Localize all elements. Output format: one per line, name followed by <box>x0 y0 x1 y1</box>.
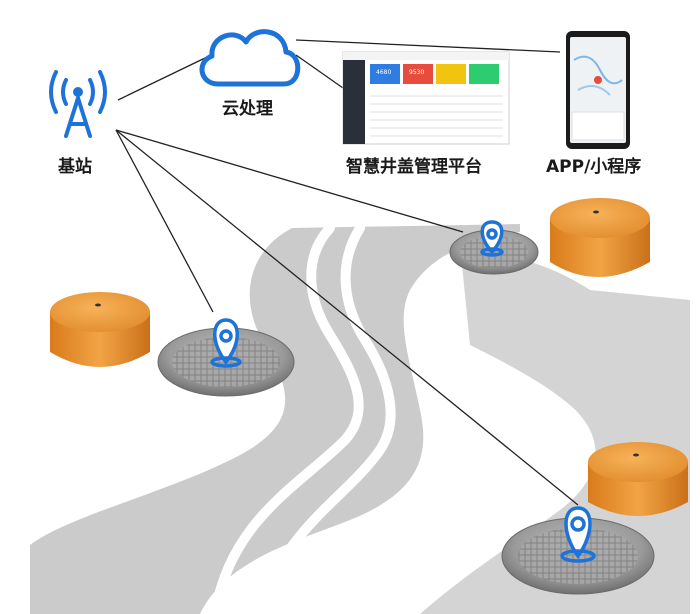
road-right <box>420 245 690 614</box>
dashboard-stat2: 9530 <box>409 69 424 76</box>
label-cloud: 云处理 <box>222 99 273 119</box>
line-station-cover3 <box>115 129 579 506</box>
sensor-device <box>588 442 688 516</box>
platform-dashboard <box>342 51 510 145</box>
label-platform: 智慧井盖管理平台 <box>346 157 482 177</box>
line-station-cloud <box>117 57 206 101</box>
sensor-device <box>50 292 150 367</box>
sensor-device <box>550 198 650 277</box>
line-station-cover1 <box>115 129 464 233</box>
label-base-station: 基站 <box>58 157 92 177</box>
connection-lines <box>115 39 579 506</box>
location-pin-icon <box>210 318 242 368</box>
dashboard-stat1: 4680 <box>376 69 391 76</box>
location-pin-icon <box>480 220 504 257</box>
road <box>30 223 520 614</box>
line-cloud-platform <box>295 54 344 89</box>
location-pin-icon <box>560 506 596 563</box>
phone-app <box>566 31 630 149</box>
label-app: APP/小程序 <box>546 157 642 177</box>
base-station-icon <box>49 70 107 138</box>
line-cloud-app <box>295 39 561 53</box>
line-station-cover2 <box>115 129 214 313</box>
cloud-icon <box>199 29 301 87</box>
